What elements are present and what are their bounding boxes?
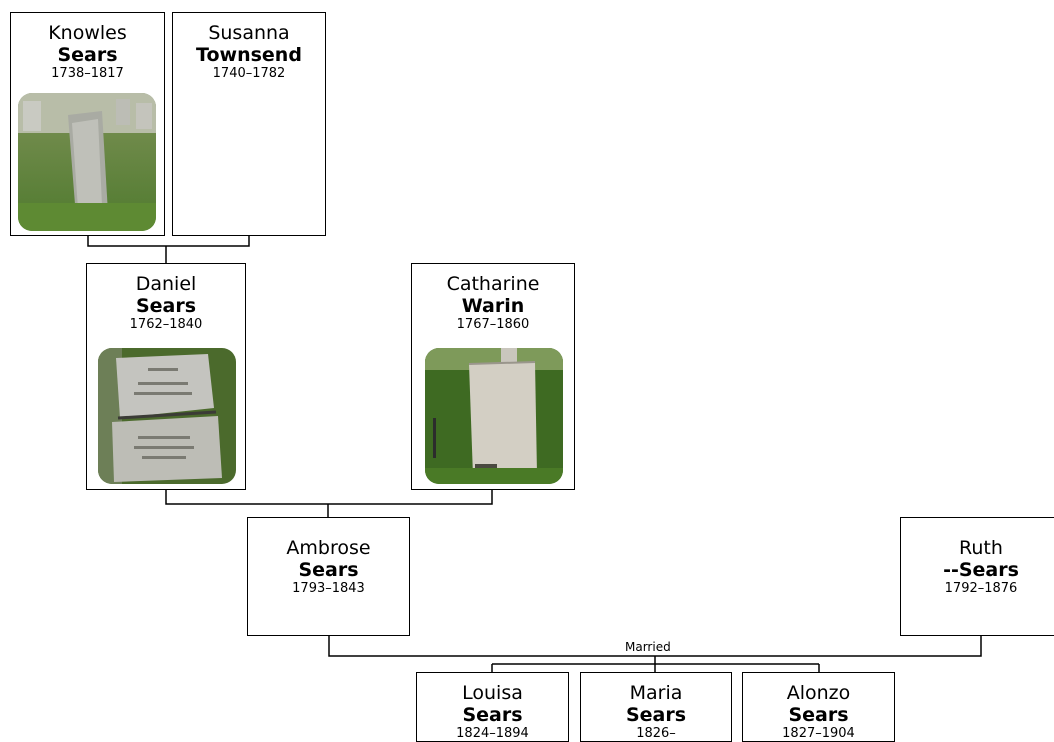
given-name: Knowles [48,22,127,44]
gravestone-photo[interactable] [18,93,156,231]
lifespan: 1740–1782 [212,66,286,81]
lifespan: 1767–1860 [456,317,530,332]
gravestone-photo[interactable] [98,348,236,484]
surname: Sears [788,704,849,726]
surname: Sears [298,559,359,581]
surname: Townsend [196,44,302,66]
lifespan: 1824–1894 [456,726,529,741]
person-card-daniel-sears[interactable]: Daniel Sears 1762–1840 [86,263,246,490]
surname: Sears [57,44,118,66]
person-card-ruth-sears[interactable]: Ruth --Sears 1792–1876 [900,517,1054,636]
person-card-ambrose-sears[interactable]: Ambrose Sears 1793–1843 [247,517,410,636]
given-name: Maria [629,682,683,704]
person-card-alonzo-sears[interactable]: Alonzo Sears 1827–1904 [742,672,895,742]
surname: Sears [135,295,197,317]
gravestone-photo[interactable] [425,348,563,484]
given-name: Ambrose [286,537,371,559]
tree-connector-lines [87,236,982,672]
given-name: Alonzo [786,682,851,704]
person-card-knowles-sears[interactable]: Knowles Sears 1738–1817 [10,12,165,236]
person-card-susanna-townsend[interactable]: Susanna Townsend 1740–1782 [172,12,326,236]
surname: Sears [462,704,523,726]
given-name: Louisa [462,682,523,704]
lifespan: 1792–1876 [944,581,1018,596]
person-card-louisa-sears[interactable]: Louisa Sears 1824–1894 [416,672,569,742]
surname: Sears [625,704,687,726]
given-name: Daniel [135,273,197,295]
given-name: Ruth [959,537,1003,559]
married-label: Married [623,640,673,654]
person-card-catharine-warin[interactable]: Catharine Warin 1767–1860 [411,263,575,490]
connector-daniel-catharine [165,490,493,505]
connector-knowles-susanna [87,236,250,247]
lifespan: 1762–1840 [129,317,203,332]
surname: --Sears [943,559,1019,581]
surname: Warin [461,295,525,317]
lifespan: 1826– [636,726,676,741]
lifespan: 1827–1904 [782,726,855,741]
lifespan: 1738–1817 [51,66,124,81]
lifespan: 1793–1843 [292,581,365,596]
given-name: Susanna [208,22,290,44]
given-name: Catharine [446,273,540,295]
person-card-maria-sears[interactable]: Maria Sears 1826– [580,672,732,742]
